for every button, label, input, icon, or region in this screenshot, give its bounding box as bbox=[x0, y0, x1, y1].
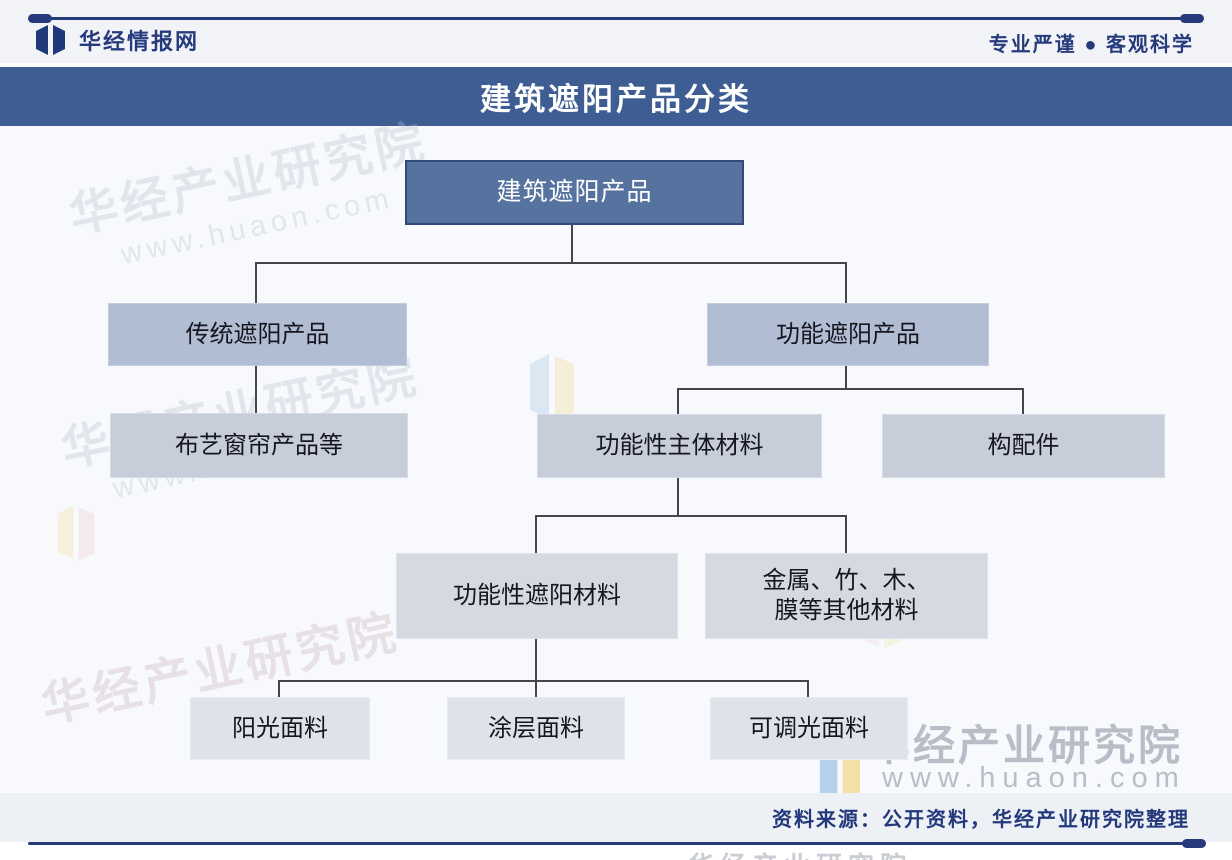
connector-line bbox=[255, 364, 257, 413]
line-cap bbox=[1180, 14, 1204, 23]
page-title: 建筑遮阳产品分类 bbox=[480, 82, 752, 117]
bottom-border-line bbox=[28, 839, 1206, 848]
connector-line bbox=[677, 388, 679, 414]
connector-line bbox=[535, 515, 537, 553]
connector-line bbox=[535, 637, 537, 680]
tree-node-sunlight-fabric: 阳光面料 bbox=[190, 697, 370, 760]
connector-line bbox=[845, 262, 847, 303]
tree-node-functional-main-material: 功能性主体材料 bbox=[537, 414, 822, 478]
connector-line bbox=[677, 476, 679, 516]
header-slogan: 专业严谨 ● 客观科学 bbox=[988, 34, 1194, 56]
brand-logo-icon bbox=[36, 25, 65, 55]
title-bar: 建筑遮阳产品分类 bbox=[0, 67, 1232, 126]
connector-line bbox=[571, 221, 573, 263]
tree-node-components: 构配件 bbox=[882, 414, 1165, 478]
tree-node-dimmable-fabric: 可调光面料 bbox=[710, 697, 908, 760]
tree-node-other-materials: 金属、竹、木、 膜等其他材料 bbox=[705, 553, 988, 639]
line-cap bbox=[28, 14, 52, 23]
tree-node-functional: 功能遮阳产品 bbox=[707, 303, 989, 366]
connector-line bbox=[845, 364, 847, 389]
watermark-cutoff-text: 华经产业研究院 bbox=[688, 846, 912, 860]
connector-line bbox=[807, 680, 809, 697]
header: 华经情报网 专业严谨 ● 客观科学 bbox=[0, 0, 1232, 63]
connector-line bbox=[535, 515, 847, 517]
connector-line bbox=[255, 262, 847, 264]
tree-node-functional-shading-material: 功能性遮阳材料 bbox=[396, 553, 678, 639]
tree-node-traditional: 传统遮阳产品 bbox=[108, 303, 407, 366]
connector-line bbox=[677, 388, 1024, 390]
source-note: 资料来源：公开资料，华经产业研究院整理 bbox=[772, 809, 1190, 831]
tree-node-fabric-curtain: 布艺窗帘产品等 bbox=[110, 413, 408, 478]
brand: 华经情报网 bbox=[35, 24, 199, 56]
tree-node-coated-fabric: 涂层面料 bbox=[447, 697, 625, 760]
line-cap bbox=[1182, 839, 1206, 848]
top-border-line bbox=[28, 14, 1204, 23]
connector-line bbox=[845, 515, 847, 553]
connector-line bbox=[1022, 388, 1024, 414]
connector-line bbox=[278, 680, 809, 682]
connector-line bbox=[535, 680, 537, 697]
brand-name: 华经情报网 bbox=[79, 29, 200, 54]
connector-line bbox=[278, 680, 280, 697]
footer: 资料来源：公开资料，华经产业研究院整理 bbox=[0, 793, 1232, 842]
tree-node-root: 建筑遮阳产品 bbox=[405, 160, 744, 225]
connector-line bbox=[255, 262, 257, 303]
